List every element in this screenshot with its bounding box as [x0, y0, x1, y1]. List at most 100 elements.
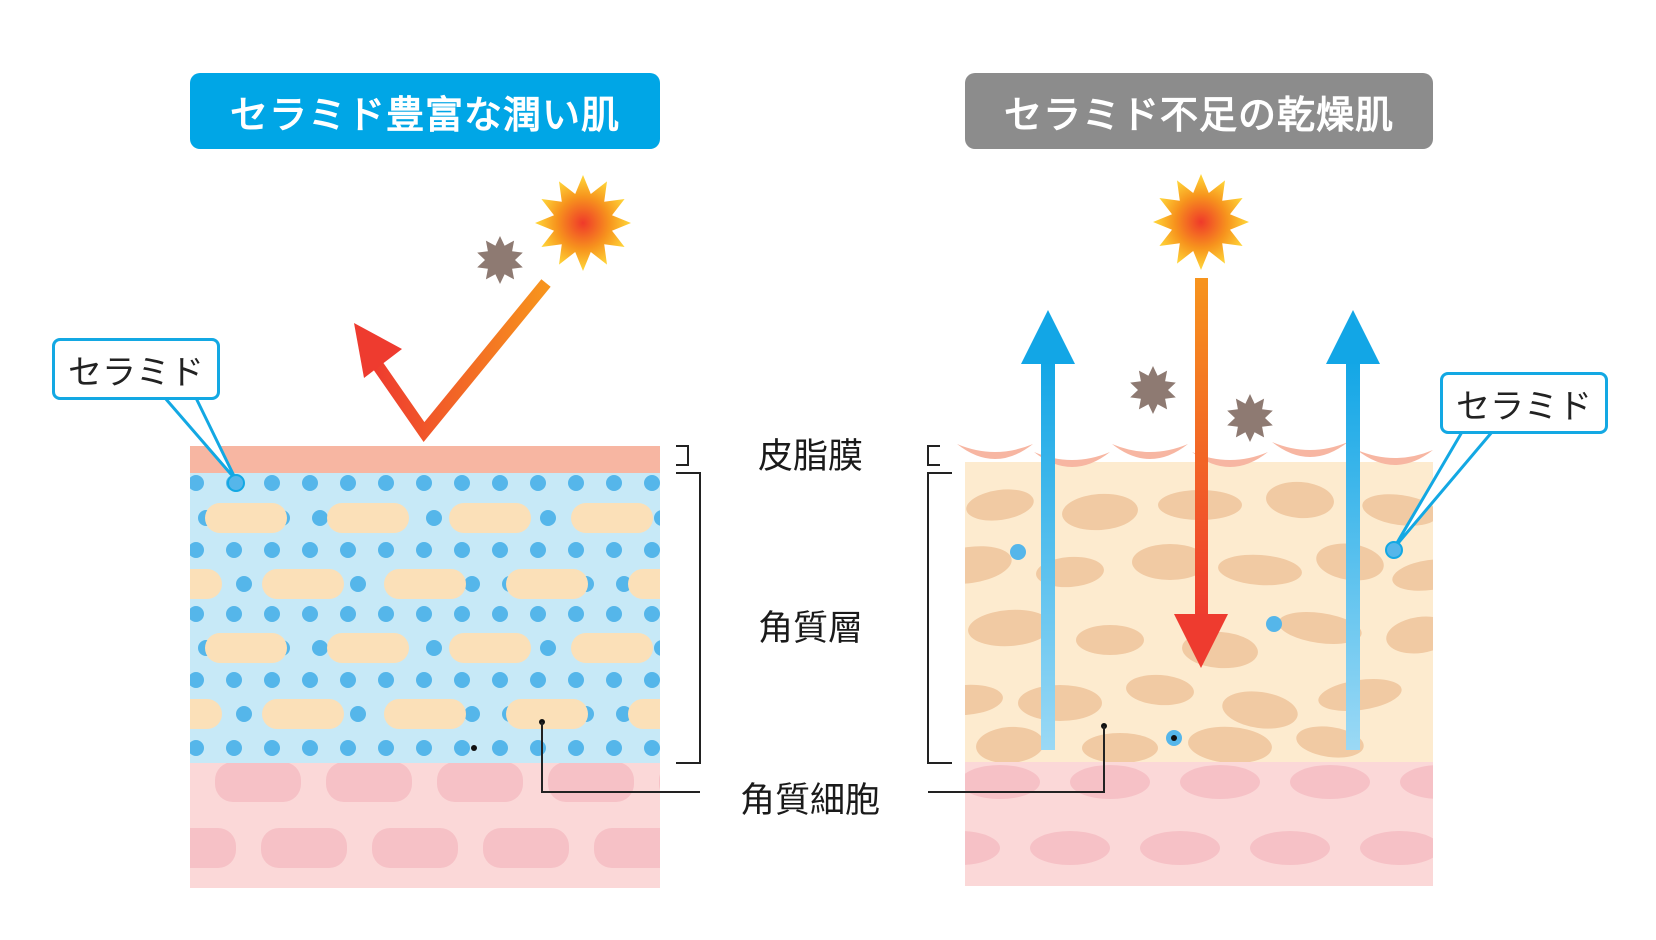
dermis-cell	[104, 762, 190, 802]
ceramide-dot	[416, 672, 432, 688]
ceramide-dot	[190, 542, 204, 558]
ceramide-dot	[160, 706, 176, 722]
corneocyte-cell	[628, 699, 660, 729]
ceramide-dot	[416, 542, 432, 558]
ceramide-dot	[644, 542, 660, 558]
ceramide-dot	[340, 475, 356, 491]
corneocyte-cell	[384, 569, 466, 599]
right-stratum-content	[965, 481, 1433, 762]
ceramide-callout-right: セラミド	[1440, 372, 1608, 434]
ceramide-dot	[340, 740, 356, 756]
dermis-cell	[483, 828, 569, 868]
ceramide-dot	[654, 640, 660, 656]
corneocyte-cell	[262, 569, 344, 599]
dermis-cell	[1360, 831, 1433, 865]
dermis-cell	[1030, 831, 1110, 865]
left-skin	[83, 446, 660, 888]
corneocyte-cell	[83, 633, 165, 663]
corneocyte-cell	[1076, 625, 1144, 655]
ceramide-dot	[416, 606, 432, 622]
ceramide-dot	[160, 640, 176, 656]
ceramide-dot	[644, 740, 660, 756]
ceramide-dot	[464, 576, 480, 592]
ceramide-dot	[454, 475, 470, 491]
stratum-label: 角質層	[758, 609, 864, 649]
dermis-cell	[548, 763, 634, 802]
ceramide-dot	[340, 542, 356, 558]
ceramide-dot	[312, 640, 328, 656]
corneocyte-cell	[965, 684, 1003, 716]
reflect-arrow-icon	[354, 279, 551, 442]
ceramide-dot	[454, 672, 470, 688]
ceramide-dot	[540, 510, 556, 526]
dermis-cell	[1400, 765, 1433, 799]
corneocyte-cell	[965, 546, 1012, 584]
arrow-down-icon	[1174, 278, 1228, 668]
corneocyte-cell	[1386, 616, 1433, 654]
arrow-up-icon	[1326, 310, 1380, 750]
corneocyte-cell	[1062, 493, 1138, 531]
ceramide-dot	[568, 475, 584, 491]
ceramide-dot	[378, 672, 394, 688]
corneocyte-cell	[384, 699, 466, 729]
corneocyte-cell	[966, 489, 1034, 521]
ceramide-dot	[454, 606, 470, 622]
ceramide-dot	[492, 475, 508, 491]
dermis-cell	[1140, 831, 1220, 865]
ceramide-dot	[568, 740, 584, 756]
arrow-up-icon	[1021, 310, 1075, 750]
pointer-dot	[1171, 735, 1177, 741]
ceramide-dot	[264, 672, 280, 688]
ceramide-dot	[378, 740, 394, 756]
corneocyte-cell	[262, 699, 344, 729]
label-lines	[541, 445, 1105, 793]
corneocyte-cell	[1126, 674, 1194, 706]
left-stratum-content	[83, 475, 660, 756]
ceramide-dot	[302, 475, 318, 491]
ceramide-dot	[190, 672, 204, 688]
ceramide-dot	[1010, 544, 1026, 560]
ceramide-dot	[464, 706, 480, 722]
ceramide-dot	[568, 672, 584, 688]
dermis-cell	[261, 828, 347, 868]
ceramide-dot	[264, 475, 280, 491]
ceramide-dot	[378, 475, 394, 491]
dermis-cell	[965, 831, 1000, 865]
ceramide-dot	[350, 576, 366, 592]
corneocyte-cell	[506, 569, 588, 599]
sun-icon	[1153, 174, 1249, 270]
corneocyte-cell	[83, 503, 165, 533]
dermis-cell	[372, 828, 458, 868]
corneocyte-cell	[1132, 544, 1208, 580]
corneocyte-cell	[506, 699, 588, 729]
left-sebum-layer	[190, 446, 660, 473]
ceramide-dot	[454, 542, 470, 558]
dermis-cell	[190, 828, 236, 868]
pointer-dot	[471, 745, 477, 751]
corneocyte-cell	[1218, 554, 1302, 586]
dermis-cell	[1250, 831, 1330, 865]
right-dermis-content	[965, 765, 1433, 865]
ceramide-dot	[492, 740, 508, 756]
ceramide-dot	[236, 576, 252, 592]
ceramide-highlight	[227, 474, 245, 492]
corneocyte-cell	[205, 633, 287, 663]
ceramide-dot	[264, 606, 280, 622]
ceramide-dot	[654, 510, 660, 526]
corneocyte-cell	[1188, 726, 1272, 762]
ceramide-dot	[1266, 616, 1282, 632]
corneocyte-cell	[190, 699, 222, 729]
corneocyte-cell	[1222, 691, 1298, 729]
ceramide-dot	[378, 606, 394, 622]
corneocyte-cell	[571, 633, 653, 663]
dermis-cell	[215, 763, 301, 802]
ceramide-dot	[540, 640, 556, 656]
left-title-badge: セラミド豊富な潤い肌	[190, 73, 660, 149]
dermis-cell	[1180, 765, 1260, 799]
ceramide-dot	[416, 740, 432, 756]
corneocyte-cell	[571, 503, 653, 533]
ceramide-dot	[492, 606, 508, 622]
ceramide-dot	[312, 510, 328, 526]
ceramide-dot	[226, 740, 242, 756]
